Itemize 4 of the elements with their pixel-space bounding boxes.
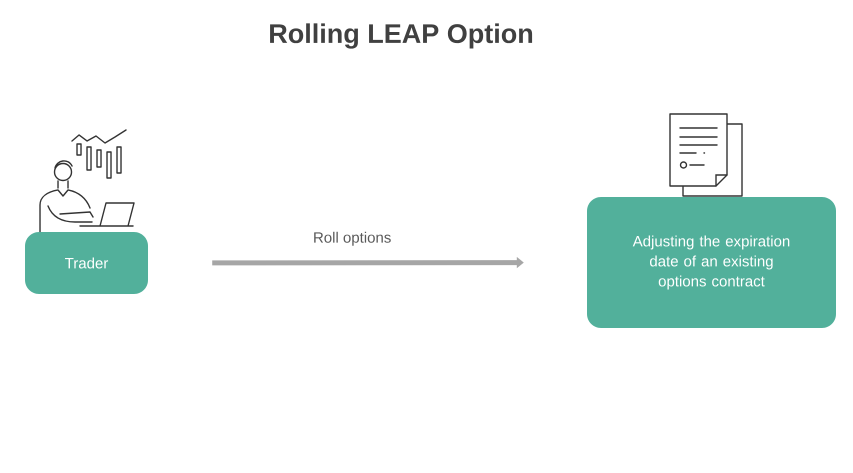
title: Rolling LEAP Option [270,23,532,49]
process-box: Adjusting the expiration date of an existing options contract [587,197,836,328]
edge-label: Roll options [314,232,391,246]
process-box: Trader [25,232,148,294]
